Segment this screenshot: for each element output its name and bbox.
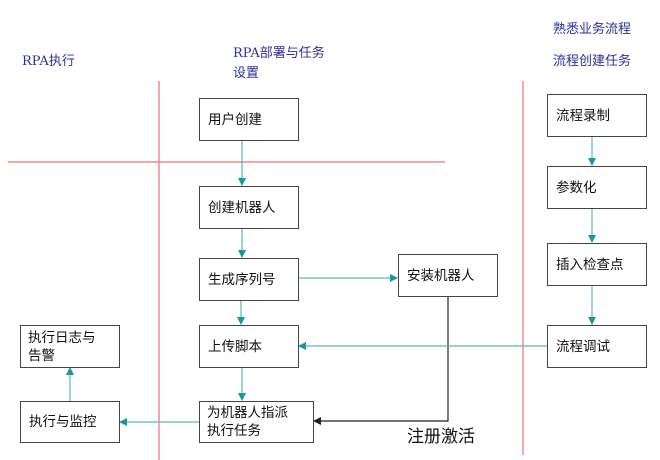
lane-title-process-2: 流程创建任务 bbox=[553, 52, 631, 72]
node-install-robot: 安装机器人 bbox=[398, 254, 498, 297]
node-create-robot: 创建机器人 bbox=[199, 186, 299, 229]
node-gen-serial: 生成序列号 bbox=[199, 258, 299, 301]
node-debug: 流程调试 bbox=[547, 325, 647, 368]
node-exec-log-label-2: 告警 bbox=[28, 347, 55, 364]
node-user-create-label: 用户创建 bbox=[208, 111, 262, 128]
lane-title-deployment-line-2: 设置 bbox=[233, 66, 260, 81]
node-upload-script: 上传脚本 bbox=[199, 325, 299, 368]
lane-title-execution: RPA执行 bbox=[22, 52, 75, 72]
lane-title-deployment: RPA部署与任务 设置 bbox=[233, 44, 325, 84]
node-record: 流程录制 bbox=[547, 94, 647, 137]
node-upload-script-label: 上传脚本 bbox=[208, 338, 262, 355]
lane-title-process-line-1: 熟悉业务流程 bbox=[553, 22, 632, 37]
node-exec-monitor: 执行与监控 bbox=[20, 401, 120, 443]
node-install-robot-label: 安装机器人 bbox=[407, 267, 475, 284]
node-exec-log: 执行日志与 告警 bbox=[20, 325, 120, 368]
node-parametrize: 参数化 bbox=[547, 166, 647, 209]
lane-title-execution-line: RPA执行 bbox=[22, 54, 75, 69]
node-exec-monitor-label: 执行与监控 bbox=[29, 414, 97, 430]
node-exec-log-label-1: 执行日志与 bbox=[28, 329, 96, 346]
node-checkpoint: 插入检查点 bbox=[547, 243, 647, 286]
node-user-create: 用户创建 bbox=[199, 98, 299, 141]
node-checkpoint-label: 插入检查点 bbox=[556, 256, 624, 273]
node-record-label: 流程录制 bbox=[556, 107, 610, 124]
node-assign-task: 为机器人指派 执行任务 bbox=[199, 401, 314, 443]
edge-label-register-activate: 注册激活 bbox=[407, 427, 475, 447]
node-assign-task-label-2: 执行任务 bbox=[207, 423, 261, 439]
node-gen-serial-label: 生成序列号 bbox=[208, 271, 276, 288]
node-parametrize-label: 参数化 bbox=[556, 179, 597, 196]
node-debug-label: 流程调试 bbox=[556, 338, 610, 355]
edge-install-robot-to-assign-task bbox=[313, 296, 449, 425]
node-assign-task-label-1: 为机器人指派 bbox=[207, 405, 288, 421]
node-create-robot-label: 创建机器人 bbox=[208, 199, 276, 216]
lane-title-process-line-2: 流程创建任务 bbox=[553, 54, 632, 69]
lane-title-process-1: 熟悉业务流程 bbox=[553, 20, 631, 40]
lane-title-deployment-line-1: RPA部署与任务 bbox=[233, 46, 325, 61]
